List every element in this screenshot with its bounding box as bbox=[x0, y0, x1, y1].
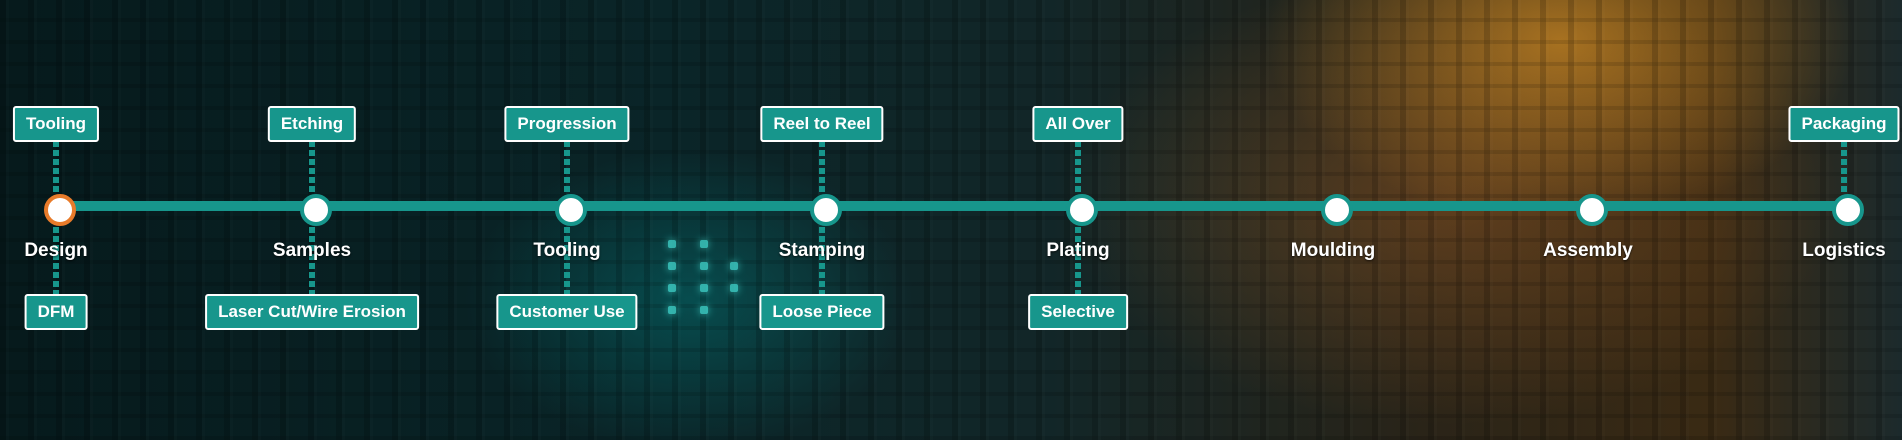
connector-top bbox=[309, 142, 315, 192]
tag-top-all-over[interactable]: All Over bbox=[1032, 106, 1124, 142]
connector-top bbox=[53, 142, 59, 192]
tag-top-packaging[interactable]: Packaging bbox=[1788, 106, 1900, 142]
background-light-dot bbox=[668, 284, 676, 292]
tag-bottom-selective[interactable]: Selective bbox=[1028, 294, 1128, 330]
background-light-dot bbox=[700, 306, 708, 314]
stage-label-moulding: Moulding bbox=[1290, 240, 1376, 261]
connector-bottom bbox=[564, 220, 570, 296]
timeline-node-samples[interactable] bbox=[300, 194, 332, 226]
connector-top bbox=[1075, 142, 1081, 192]
connector-top bbox=[564, 142, 570, 192]
background-light-dot bbox=[668, 306, 676, 314]
background-light-dot bbox=[730, 262, 738, 270]
timeline-node-assembly[interactable] bbox=[1576, 194, 1608, 226]
tag-bottom-dfm[interactable]: DFM bbox=[24, 294, 88, 330]
tag-bottom-loose-piece[interactable]: Loose Piece bbox=[759, 294, 885, 330]
connector-bottom bbox=[819, 220, 825, 296]
tag-top-tooling[interactable]: Tooling bbox=[12, 106, 100, 142]
timeline-node-moulding[interactable] bbox=[1321, 194, 1353, 226]
timeline-node-logistics[interactable] bbox=[1832, 194, 1864, 226]
background-light-dot bbox=[700, 262, 708, 270]
background-light-dot bbox=[668, 262, 676, 270]
connector-bottom bbox=[1075, 220, 1081, 296]
tag-top-etching[interactable]: Etching bbox=[267, 106, 357, 142]
background-light-dot bbox=[700, 284, 708, 292]
timeline-node-plating[interactable] bbox=[1066, 194, 1098, 226]
timeline-node-stamping[interactable] bbox=[810, 194, 842, 226]
tag-top-progression[interactable]: Progression bbox=[504, 106, 630, 142]
tag-bottom-customer-use[interactable]: Customer Use bbox=[496, 294, 638, 330]
background-light-dot bbox=[730, 284, 738, 292]
connector-bottom bbox=[309, 220, 315, 296]
stage-label-samples: Samples bbox=[272, 240, 352, 261]
connector-top bbox=[819, 142, 825, 192]
stage-label-assembly: Assembly bbox=[1543, 240, 1633, 261]
stage-label-plating: Plating bbox=[1046, 240, 1110, 261]
stage-label-logistics: Logistics bbox=[1802, 240, 1886, 261]
stage-label-design: Design bbox=[24, 240, 88, 261]
stage-label-stamping: Stamping bbox=[778, 240, 866, 261]
background-light-dot bbox=[668, 240, 676, 248]
tag-bottom-laser-cut-wire-erosion[interactable]: Laser Cut/Wire Erosion bbox=[205, 294, 419, 330]
connector-top bbox=[1841, 142, 1847, 192]
timeline-line bbox=[56, 201, 1842, 211]
stage-label-tooling: Tooling bbox=[533, 240, 601, 261]
tag-top-reel-to-reel[interactable]: Reel to Reel bbox=[760, 106, 884, 142]
connector-bottom bbox=[53, 220, 59, 296]
timeline-node-tooling[interactable] bbox=[555, 194, 587, 226]
timeline-node-design[interactable] bbox=[44, 194, 76, 226]
background-light-dot bbox=[700, 240, 708, 248]
